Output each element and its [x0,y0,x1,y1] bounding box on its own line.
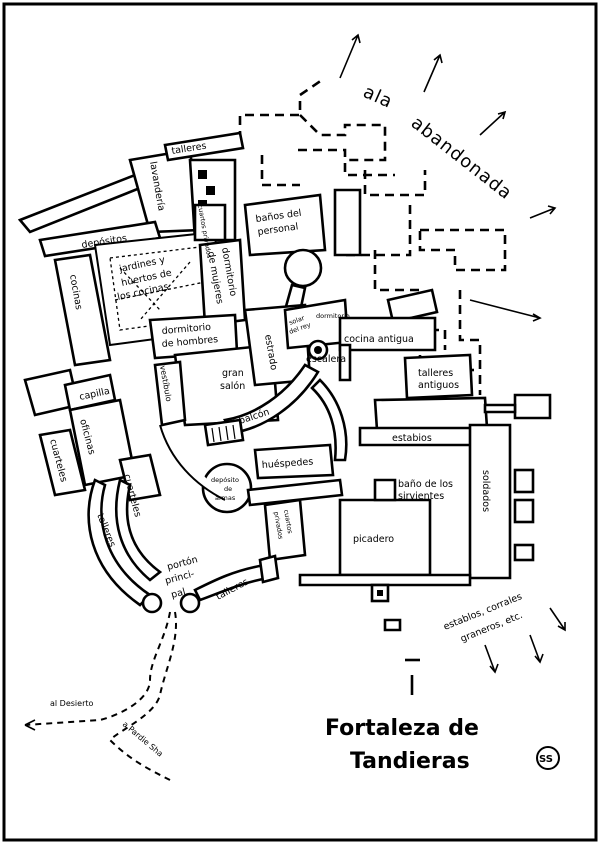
label-bano-sirvientes-2: sirvientes [398,491,444,502]
label-dormitorio-hombres-1: dormitorio [161,322,211,337]
abandoned-wing-ruins [238,78,507,395]
artist-badge: SS [536,746,560,770]
label-talleres-antiguos-1: talleres [418,368,453,379]
label-talleres-top: talleres [171,141,207,157]
title-line-1: Fortaleza de [325,716,479,741]
label-estabios: estabios [392,433,432,444]
label-bano-sirvientes-1: baño de los [398,479,453,490]
region-label-abandonada: abandonada [407,112,516,204]
label-escalera: escalera [306,354,346,365]
label-deposito-armas-3: armas [215,494,236,502]
label-dormitorio-small: dormitorio [316,312,350,320]
roads [24,611,177,781]
label-cocina-antigua: cocina antigua [344,334,414,345]
label-gran-salon-2: salón [220,381,245,392]
label-soldados: soldados [480,470,491,512]
title-line-2: Tandieras [350,749,470,774]
label-huespedes: huéspedes [261,456,313,471]
label-gran-salon-1: gran [222,368,244,379]
map-title: Fortaleza de Tandieras [325,716,479,774]
region-label-ala: ala [360,81,396,112]
abandoned-wing-arrows [339,33,557,322]
label-picadero: picadero [353,534,394,545]
label-talleres-antiguos-2: antiguos [418,380,459,391]
label-porton-1: portón [166,554,199,573]
road-label-al-desierto: al Desierto [50,699,93,708]
label-porton-3: pal [170,587,187,601]
label-dormitorio-hombres-2: de hombres [161,334,218,350]
road-label-a-pardie-sha: a Pardie Sha [121,720,165,759]
label-deposito-armas-1: depósito [211,476,239,484]
label-deposito-armas-2: de [224,485,232,493]
main-structures [17,131,552,695]
badge-text: SS [539,754,553,765]
establos-arrows [484,607,566,674]
